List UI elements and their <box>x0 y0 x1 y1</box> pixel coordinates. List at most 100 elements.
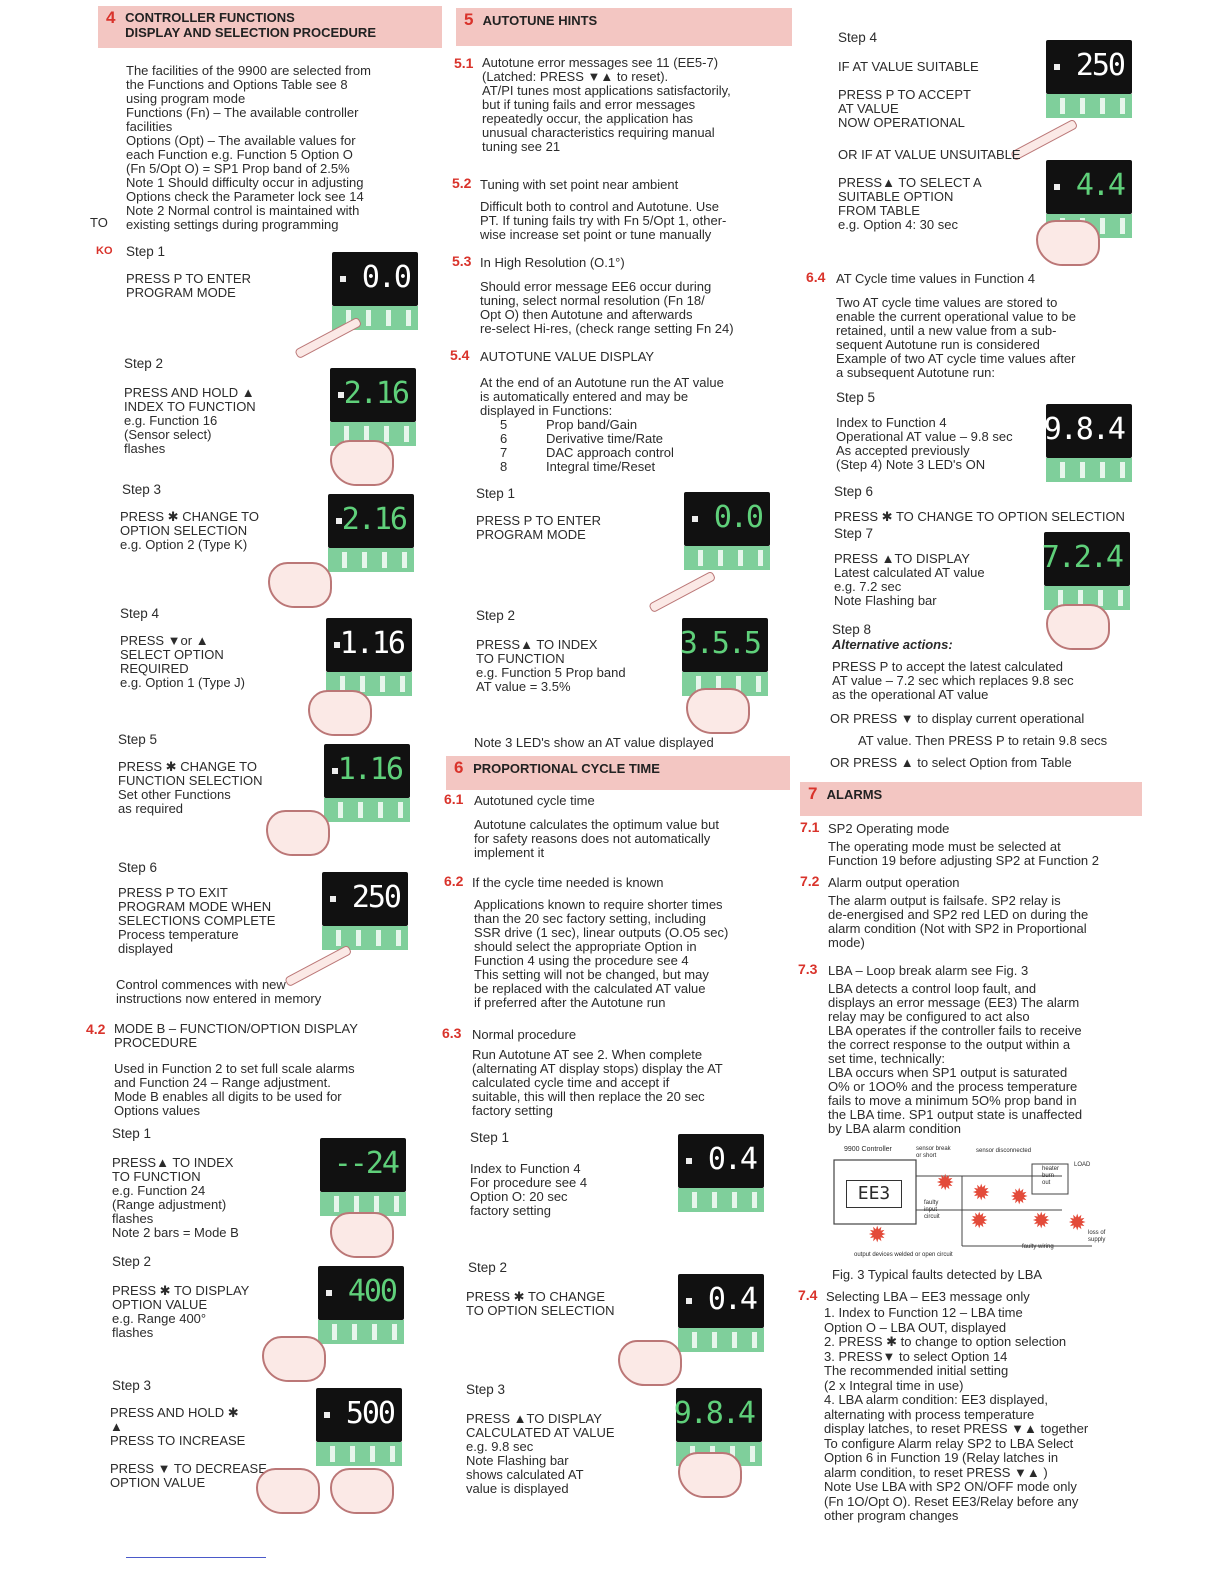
finger-press-icon <box>262 1336 326 1382</box>
display-readout: 0.0 <box>361 260 412 295</box>
list-item-number: 6 <box>500 431 508 446</box>
finger-press-icon <box>308 690 372 736</box>
display-readout: 0.4 <box>707 1142 758 1177</box>
step-label: Step 6 <box>834 484 874 499</box>
section-title: ALARMS <box>826 787 883 802</box>
step-text: PRESS▲ TO INDEX TO FUNCTION e.g. Functio… <box>112 1155 239 1240</box>
step-label: Step 8 <box>832 622 872 637</box>
finger-press-icon <box>266 810 330 856</box>
controller-display: --24 <box>320 1138 406 1218</box>
controller-display: 3.5.5 <box>679 618 768 698</box>
display-readout: 3.5.5 <box>679 626 762 661</box>
subsection-title: In High Resolution (O.1°) <box>480 255 625 270</box>
section-5-header: 5 AUTOTUNE HINTS <box>456 8 792 46</box>
step-label: Step 1 <box>476 486 516 501</box>
pointer-stick-icon <box>648 570 717 614</box>
step-text: Index to Function 4 Operational AT value… <box>836 415 1013 472</box>
section-7-header: 7 ALARMS <box>800 782 1142 816</box>
finger-press-icon <box>1046 604 1110 650</box>
section-4-intro: The facilities of the 9900 are selected … <box>126 63 371 232</box>
fault-star-icon: ✹ <box>1010 1184 1029 1209</box>
display-readout: 9.8.4 <box>1043 412 1126 447</box>
section-4-header: 4 CONTROLLER FUNCTIONS DISPLAY AND SELEC… <box>98 6 442 48</box>
finger-press-icon <box>330 1212 394 1258</box>
controller-display: 0.0 <box>332 252 418 332</box>
section-title: AUTOTUNE HINTS <box>482 13 598 28</box>
subsection-number: 5.1 <box>454 55 474 71</box>
subsection-number: 6.2 <box>444 873 464 889</box>
list-item-text: Integral time/Reset <box>546 459 656 474</box>
step-text: PRESS P TO ENTER PROGRAM MODE <box>126 271 251 300</box>
controller-display: 1.16 <box>326 618 412 698</box>
subsection-text: 1. Index to Function 12 – LBA time Optio… <box>824 1305 1089 1523</box>
fault-star-icon: ✹ <box>970 1208 989 1233</box>
alternative-text: OR PRESS ▼ to display current operationa… <box>830 711 1085 726</box>
subsection-number: 5.3 <box>452 253 472 269</box>
subsection-text: Two AT cycle time values are stored to e… <box>836 295 1076 380</box>
list-item-text: DAC approach control <box>546 445 674 460</box>
margin-mark: TO <box>90 215 108 230</box>
step-label: Step 2 <box>476 608 516 623</box>
diagram-label: 9900 Controller <box>844 1146 892 1153</box>
step-label: Step 6 <box>118 860 158 875</box>
subsection-title: Autotuned cycle time <box>474 793 595 808</box>
diagram-label: loss of supply <box>1088 1230 1106 1243</box>
section-title: PROPORTIONAL CYCLE TIME <box>473 761 660 776</box>
finger-press-icon <box>1036 220 1100 266</box>
subsection-text: The operating mode must be selected at F… <box>828 839 1100 868</box>
display-readout: 0.0 <box>713 500 764 535</box>
diagram-label: heater burn out <box>1042 1166 1060 1186</box>
display-readout: 0.4 <box>707 1282 758 1317</box>
diagram-label: output devices welded or open circuit <box>854 1252 953 1258</box>
display-readout: 250 <box>351 880 402 915</box>
subsection-title: LBA – Loop break alarm see Fig. 3 <box>828 963 1029 978</box>
display-readout: 4.4 <box>1075 168 1126 203</box>
subsection-text: Autotune error messages see 11 (EE5-7) (… <box>482 55 731 154</box>
step-text: PRESS ✱ TO CHANGE TO OPTION SELECTION <box>834 509 1125 524</box>
step-text: IF AT VALUE SUITABLE <box>838 59 979 74</box>
display-readout: 500 <box>345 1396 396 1431</box>
section-6-header: 6 PROPORTIONAL CYCLE TIME <box>446 756 790 790</box>
finger-press-icon <box>330 440 394 486</box>
step-label: Step 1 <box>126 244 166 259</box>
subsection-number: 4.2 <box>86 1021 106 1037</box>
subsection-title: Alarm output operation <box>828 875 960 890</box>
step-text: Index to Function 4 For procedure see 4 … <box>470 1161 588 1218</box>
section-number: 5 <box>464 10 474 29</box>
subsection-number: 7.2 <box>800 873 820 889</box>
step-label: Step 4 <box>838 30 878 45</box>
subsection-number: 7.4 <box>798 1287 818 1303</box>
controller-display: 0.4 <box>678 1134 764 1214</box>
step-label: Step 4 <box>120 606 160 621</box>
subsection-title: MODE B – FUNCTION/OPTION DISPLAY PROCEDU… <box>114 1021 358 1050</box>
subsection-title: Selecting LBA – EE3 message only <box>826 1289 1030 1304</box>
section-title: CONTROLLER FUNCTIONS DISPLAY AND SELECTI… <box>125 10 376 40</box>
controller-display: 1.16 <box>324 744 410 824</box>
subsection-number: 5.4 <box>450 347 470 363</box>
diagram-label: sensor disconnected <box>976 1148 1032 1154</box>
figure-caption: Fig. 3 Typical faults detected by LBA <box>832 1267 1043 1282</box>
margin-mark: KO <box>96 245 113 257</box>
display-readout: --24 <box>333 1146 400 1181</box>
fault-star-icon: ✹ <box>936 1170 955 1195</box>
fault-display: EE3 <box>846 1180 902 1208</box>
step-text: PRESS▲ TO INDEX TO FUNCTION e.g. Functio… <box>476 637 626 694</box>
step-text: PRESS ✱ CHANGE TO FUNCTION SELECTION Set… <box>118 759 263 816</box>
subsection-number: 5.2 <box>452 175 472 191</box>
diagram-label: sensor break or short <box>916 1146 951 1159</box>
step-text: PRESS P TO ACCEPT AT VALUE NOW OPERATION… <box>838 87 971 130</box>
subsection-text: The alarm output is failsafe. SP2 relay … <box>828 893 1089 950</box>
step-text: PRESS AND HOLD ▲ INDEX TO FUNCTION e.g. … <box>124 385 256 456</box>
finger-press-icon <box>686 688 750 734</box>
subsection-text: Used in Function 2 to set full scale ala… <box>114 1061 355 1118</box>
step-text: PRESS P TO EXIT PROGRAM MODE WHEN SELECT… <box>118 885 276 956</box>
step-label: Step 2 <box>112 1254 152 1269</box>
alternative-text: OR PRESS ▲ to select Option from Table <box>830 755 1072 770</box>
step-text: PRESS P TO ENTER PROGRAM MODE <box>476 513 601 542</box>
display-readout: 2.16 <box>341 502 408 537</box>
step-label: Step 3 <box>466 1382 506 1397</box>
subsection-number: 6.3 <box>442 1025 462 1041</box>
fault-star-icon: ✹ <box>972 1180 991 1205</box>
subsection-title: SP2 Operating mode <box>828 821 950 836</box>
controller-display: 7.2.4 <box>1042 532 1130 612</box>
